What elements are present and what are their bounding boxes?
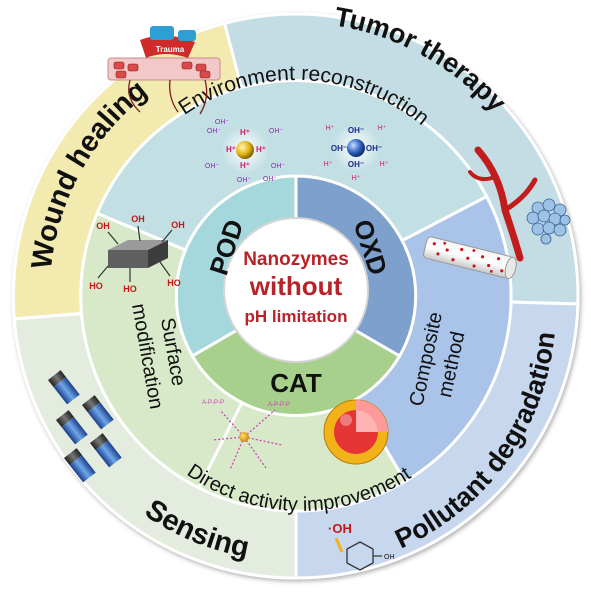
svg-text:HO: HO [89,281,103,291]
svg-text:OH⁻: OH⁻ [215,119,230,126]
surface-prism-illustration: OH OH OH HO HO HO [89,214,185,294]
svg-text:H⁺: H⁺ [256,145,266,154]
svg-text:H⁺: H⁺ [240,128,250,137]
svg-text:H⁺: H⁺ [380,161,389,168]
svg-text:OH⁻: OH⁻ [348,126,364,135]
svg-text:OH⁻: OH⁻ [269,128,284,135]
center-title-line1: Nanozymes [243,249,349,270]
svg-text:OH⁻: OH⁻ [205,163,220,170]
svg-text:A-P-P-P: A-P-P-P [268,402,290,408]
environment-illustration: H⁺ H⁺ H⁺ H⁺ OH⁻ OH⁻ OH⁻ OH⁻ OH⁻ OH⁻ OH⁻ … [205,119,389,184]
phenol-oh-label: OH [384,554,395,561]
hydroxyl-radical-label: ·OH [328,521,352,536]
svg-text:OH⁻: OH⁻ [263,176,278,183]
svg-text:OH: OH [96,221,110,231]
sensing-vials-illustration [48,370,122,483]
svg-text:H⁺: H⁺ [326,125,335,132]
trauma-label: Trauma [156,45,185,54]
svg-text:H⁺: H⁺ [226,145,236,154]
center-title-line2: without [249,271,343,301]
trauma-skin-illustration: Trauma [107,26,221,115]
composite-tube-illustration [423,236,517,280]
center-disc [223,217,369,363]
svg-text:H⁺: H⁺ [352,175,361,182]
gold-nanoparticle [236,141,254,159]
enzyme-label-cat: CAT [270,368,322,398]
svg-text:OH⁻: OH⁻ [348,160,364,169]
svg-text:OH: OH [171,220,185,230]
svg-text:HO: HO [123,284,137,294]
core-shell-illustration [323,399,389,465]
svg-text:OH⁻: OH⁻ [271,163,286,170]
svg-text:H⁺: H⁺ [324,161,333,168]
svg-text:A-P-P-P: A-P-P-P [202,400,224,406]
svg-text:OH⁻: OH⁻ [207,128,222,135]
svg-text:H⁺: H⁺ [378,125,387,132]
tumor-vessel-illustration [468,146,571,262]
svg-text:HO: HO [167,278,181,288]
polymer-star-illustration: A-P-P-P A-P-P-P [202,400,290,471]
phenol-radical-illustration: ·OH OH [328,521,395,571]
svg-text:OH⁻: OH⁻ [366,144,382,153]
blue-nanoparticle [347,139,365,157]
svg-text:OH⁻: OH⁻ [331,144,347,153]
svg-text:OH⁻: OH⁻ [237,177,252,184]
center-title-line3: pH limitation [245,307,348,326]
svg-text:OH: OH [131,214,145,224]
svg-text:H⁺: H⁺ [240,161,250,170]
